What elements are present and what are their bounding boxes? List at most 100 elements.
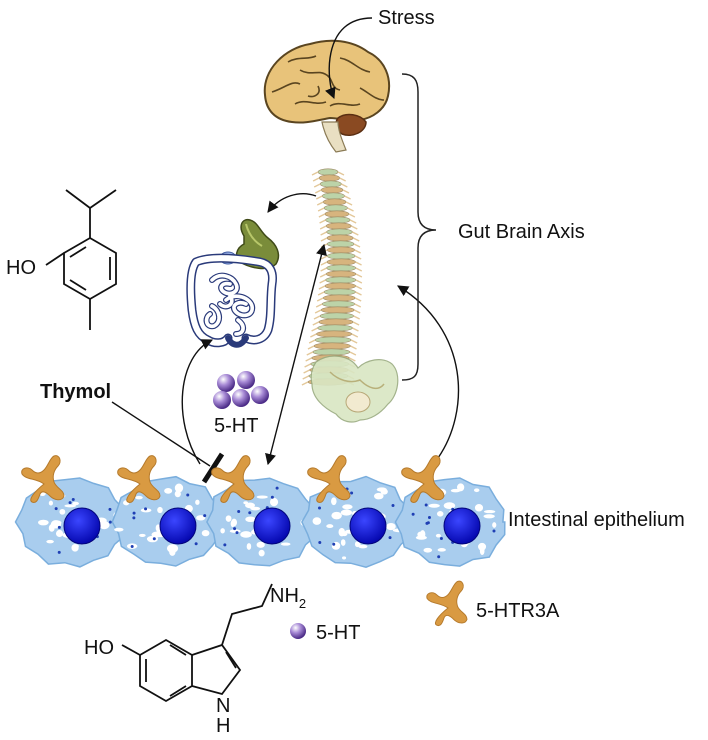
cell-vesicle xyxy=(155,524,161,532)
serotonin-particle-icon xyxy=(251,386,269,404)
spine-icon xyxy=(301,168,363,386)
cell-vesicle xyxy=(417,531,424,538)
inhibition-bar xyxy=(201,452,225,484)
cell-vesicle xyxy=(483,514,495,519)
vertebra xyxy=(319,312,354,320)
stress-label: Stress xyxy=(378,7,435,29)
vertebra xyxy=(325,222,352,230)
cell-granule xyxy=(411,512,415,516)
cell-vesicle xyxy=(380,488,388,495)
thymol-oh-label: HO xyxy=(6,257,36,279)
cell-granule xyxy=(233,527,237,531)
cell-vesicle xyxy=(37,519,49,526)
cell-vesicle xyxy=(478,542,487,551)
vertebra xyxy=(326,258,356,266)
vertebra-process xyxy=(320,237,360,242)
cell-vesicle xyxy=(269,497,279,507)
cell-granule xyxy=(57,550,61,554)
cell-vesicle xyxy=(331,497,337,506)
vertebra xyxy=(321,300,356,308)
cell-granule xyxy=(437,555,441,559)
serotonin-cluster-icon xyxy=(213,371,269,409)
vertebra xyxy=(318,174,340,182)
cell-vesicle xyxy=(231,518,238,527)
serotonin-structure xyxy=(121,583,273,703)
vertebra xyxy=(319,180,342,188)
cell-granule xyxy=(350,491,354,495)
cell-vesicle xyxy=(201,529,210,537)
cell-vesicle xyxy=(342,504,353,510)
cell-granule xyxy=(275,486,279,490)
serotonin-cluster-label: 5-HT xyxy=(214,415,258,437)
cell-vesicle xyxy=(48,500,53,506)
vertebra xyxy=(326,246,355,254)
axis-double-arrow xyxy=(265,243,327,466)
vertebra xyxy=(321,192,345,200)
vertebra xyxy=(322,198,347,206)
cell-vesicle xyxy=(374,492,384,500)
cell-vesicle xyxy=(326,524,334,529)
cell-granule xyxy=(427,516,431,520)
cell-vesicle xyxy=(245,516,256,523)
cell-granule xyxy=(152,537,156,541)
vertebra-process xyxy=(319,219,357,224)
cell-vesicle xyxy=(166,544,179,553)
vertebra xyxy=(318,318,354,326)
cell-vesicle xyxy=(71,544,79,552)
nucleus-icon xyxy=(253,507,291,545)
cell-vesicle xyxy=(256,541,265,548)
cell-vesicle xyxy=(140,508,152,513)
thymol-structure xyxy=(45,189,117,330)
vertebra xyxy=(326,240,355,248)
cell-vesicle xyxy=(114,527,124,532)
cell-vesicle xyxy=(54,520,62,525)
cell-granule xyxy=(332,542,336,546)
cell-vesicle xyxy=(258,549,265,557)
legend: 5-HT 5-HTR3A xyxy=(290,580,560,644)
cell-vesicle xyxy=(220,528,225,534)
cell-vesicle xyxy=(55,529,64,538)
vertebra xyxy=(314,336,352,344)
cell-vesicle xyxy=(474,488,480,493)
cell-vesicle xyxy=(331,511,342,520)
vertebra-process xyxy=(317,207,354,212)
vertebra-process xyxy=(314,189,350,194)
vertebra-process xyxy=(312,177,346,182)
thymol-label: Thymol xyxy=(40,381,111,403)
vertebra xyxy=(312,348,351,356)
cell-granule xyxy=(424,503,428,507)
serotonin-oh-label: HO xyxy=(84,637,114,659)
serotonin-nh2-label: NH2 xyxy=(270,585,306,611)
vertebra xyxy=(323,204,348,212)
cell-granule xyxy=(71,498,75,502)
vertebra xyxy=(325,270,357,278)
pelvis-icon xyxy=(310,355,399,423)
vertebra-process xyxy=(315,195,351,200)
cell-granule xyxy=(186,493,190,497)
cell-granule xyxy=(439,536,443,540)
cell-vesicle xyxy=(139,533,146,538)
cell-vesicle xyxy=(240,531,252,538)
vertebra xyxy=(324,282,357,290)
cell-granule xyxy=(492,529,496,533)
vertebra xyxy=(325,276,357,284)
vertebra xyxy=(326,264,357,272)
vertebra xyxy=(316,330,353,338)
cell-vesicle xyxy=(474,503,484,512)
cell-granule xyxy=(388,536,392,540)
epithelium-to-axis-arrow xyxy=(397,285,460,459)
gut-brain-axis-brace xyxy=(401,73,437,381)
vertebra xyxy=(326,228,353,236)
cell-granule xyxy=(270,495,274,499)
vertebra xyxy=(322,294,356,302)
legend-receptor-label: 5-HTR3A xyxy=(476,600,560,622)
cell-vesicle xyxy=(428,503,440,508)
cell-granule xyxy=(132,511,136,515)
cell-granule xyxy=(68,501,72,505)
cell-granule xyxy=(203,514,207,518)
brain-icon xyxy=(263,39,390,153)
cell-vesicle xyxy=(312,517,322,525)
cell-vesicle xyxy=(386,522,396,531)
cell-granule xyxy=(391,503,395,507)
cell-vesicle xyxy=(98,521,110,530)
